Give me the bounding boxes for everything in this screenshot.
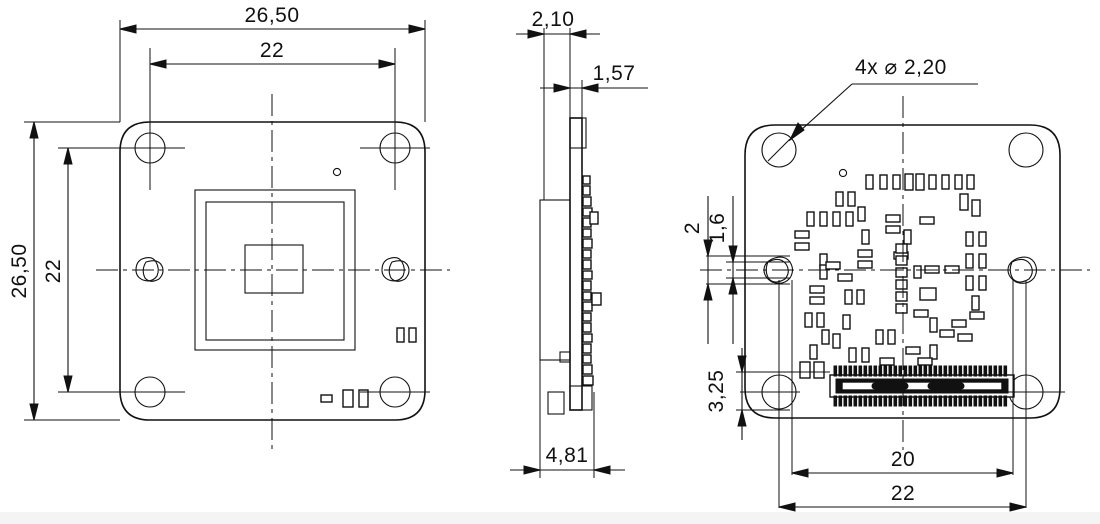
side-bottom-connector [569, 385, 593, 411]
side-component-stack [582, 175, 602, 386]
dim-rear-width-pitch-text: 20 [891, 448, 915, 471]
dim-side-thickness-a-text: 2,10 [532, 8, 575, 31]
front-aperture-square [244, 244, 304, 294]
rear-view: 4x ⌀ 2,20 2 1,6 3,25 [681, 56, 1090, 512]
front-board-outline [119, 121, 426, 421]
dim-front-width-pitch-text: 22 [260, 39, 284, 62]
dim-rear-connector-offset-text: 3,25 [705, 370, 728, 413]
front-smd-d [342, 389, 354, 408]
dim-front-height-overall: 26,50 [8, 121, 39, 421]
front-smd-a [396, 327, 405, 343]
dim-front-height-overall-text: 26,50 [8, 243, 31, 298]
rear-mount-hole-tl [761, 132, 797, 168]
rear-via-hole [838, 168, 848, 178]
rear-hole-hatch [767, 138, 791, 162]
side-lens-block [539, 199, 571, 361]
front-via-hole [332, 167, 342, 177]
dim-rear-slot-inner-text: 1,6 [706, 213, 729, 244]
dim-rear-connector-offset: 3,25 [705, 348, 747, 440]
dim-side-thickness-b-text: 1,57 [593, 62, 636, 85]
dim-front-width-overall-text: 26,50 [244, 4, 299, 27]
dim-rear-width-pitch: 20 [791, 448, 1014, 478]
dim-rear-slot-outer: 2 [681, 196, 713, 344]
rear-board-connector [829, 365, 1015, 407]
dim-rear-width-overall: 22 [778, 482, 1027, 512]
rear-mount-hole-tr [1008, 132, 1044, 168]
rear-board-outline [744, 124, 1061, 419]
rear-connector-pins-top [833, 365, 1008, 377]
side-bottom-tab [547, 391, 565, 415]
front-smd-b [408, 327, 417, 343]
side-top-tab [569, 117, 587, 149]
front-lens-mid-square [205, 201, 345, 341]
front-view: 26,50 22 26,50 22 [8, 4, 450, 450]
dim-rear-slot-outer-text: 2 [681, 222, 704, 234]
dim-side-depth-total-text: 4,81 [546, 444, 589, 467]
page-bottom-band [0, 512, 1100, 524]
dim-front-width-overall: 26,50 [119, 4, 426, 34]
dim-side-thickness-a: 2,10 [516, 8, 600, 39]
side-mid-tab [559, 351, 571, 363]
callout-mount-holes: 4x ⌀ 2,20 [788, 56, 978, 142]
side-view: 2,10 1,57 4,81 [510, 8, 648, 478]
dim-side-depth-total: 4,81 [510, 444, 625, 475]
callout-mount-holes-text: 4x ⌀ 2,20 [855, 56, 947, 79]
rear-slot-left [763, 256, 794, 284]
dim-front-height-pitch-text: 22 [42, 259, 65, 283]
dim-rear-width-overall-text: 22 [891, 482, 915, 505]
rear-slot-left-b [765, 258, 789, 283]
front-smd-e [358, 389, 369, 408]
rear-slot-right-b [1009, 258, 1033, 283]
front-slot-left-b [142, 260, 164, 282]
rear-connector-pins-bottom [833, 395, 1008, 407]
front-smd-c [320, 394, 333, 403]
rear-smd-top-row [865, 173, 975, 191]
dim-rear-slot-inner: 1,6 [706, 196, 738, 344]
dim-side-thickness-b: 1,57 [540, 62, 648, 93]
front-slot-right-b [388, 260, 410, 282]
dim-front-height-pitch: 22 [42, 147, 73, 393]
dim-front-width-pitch: 22 [149, 39, 396, 69]
